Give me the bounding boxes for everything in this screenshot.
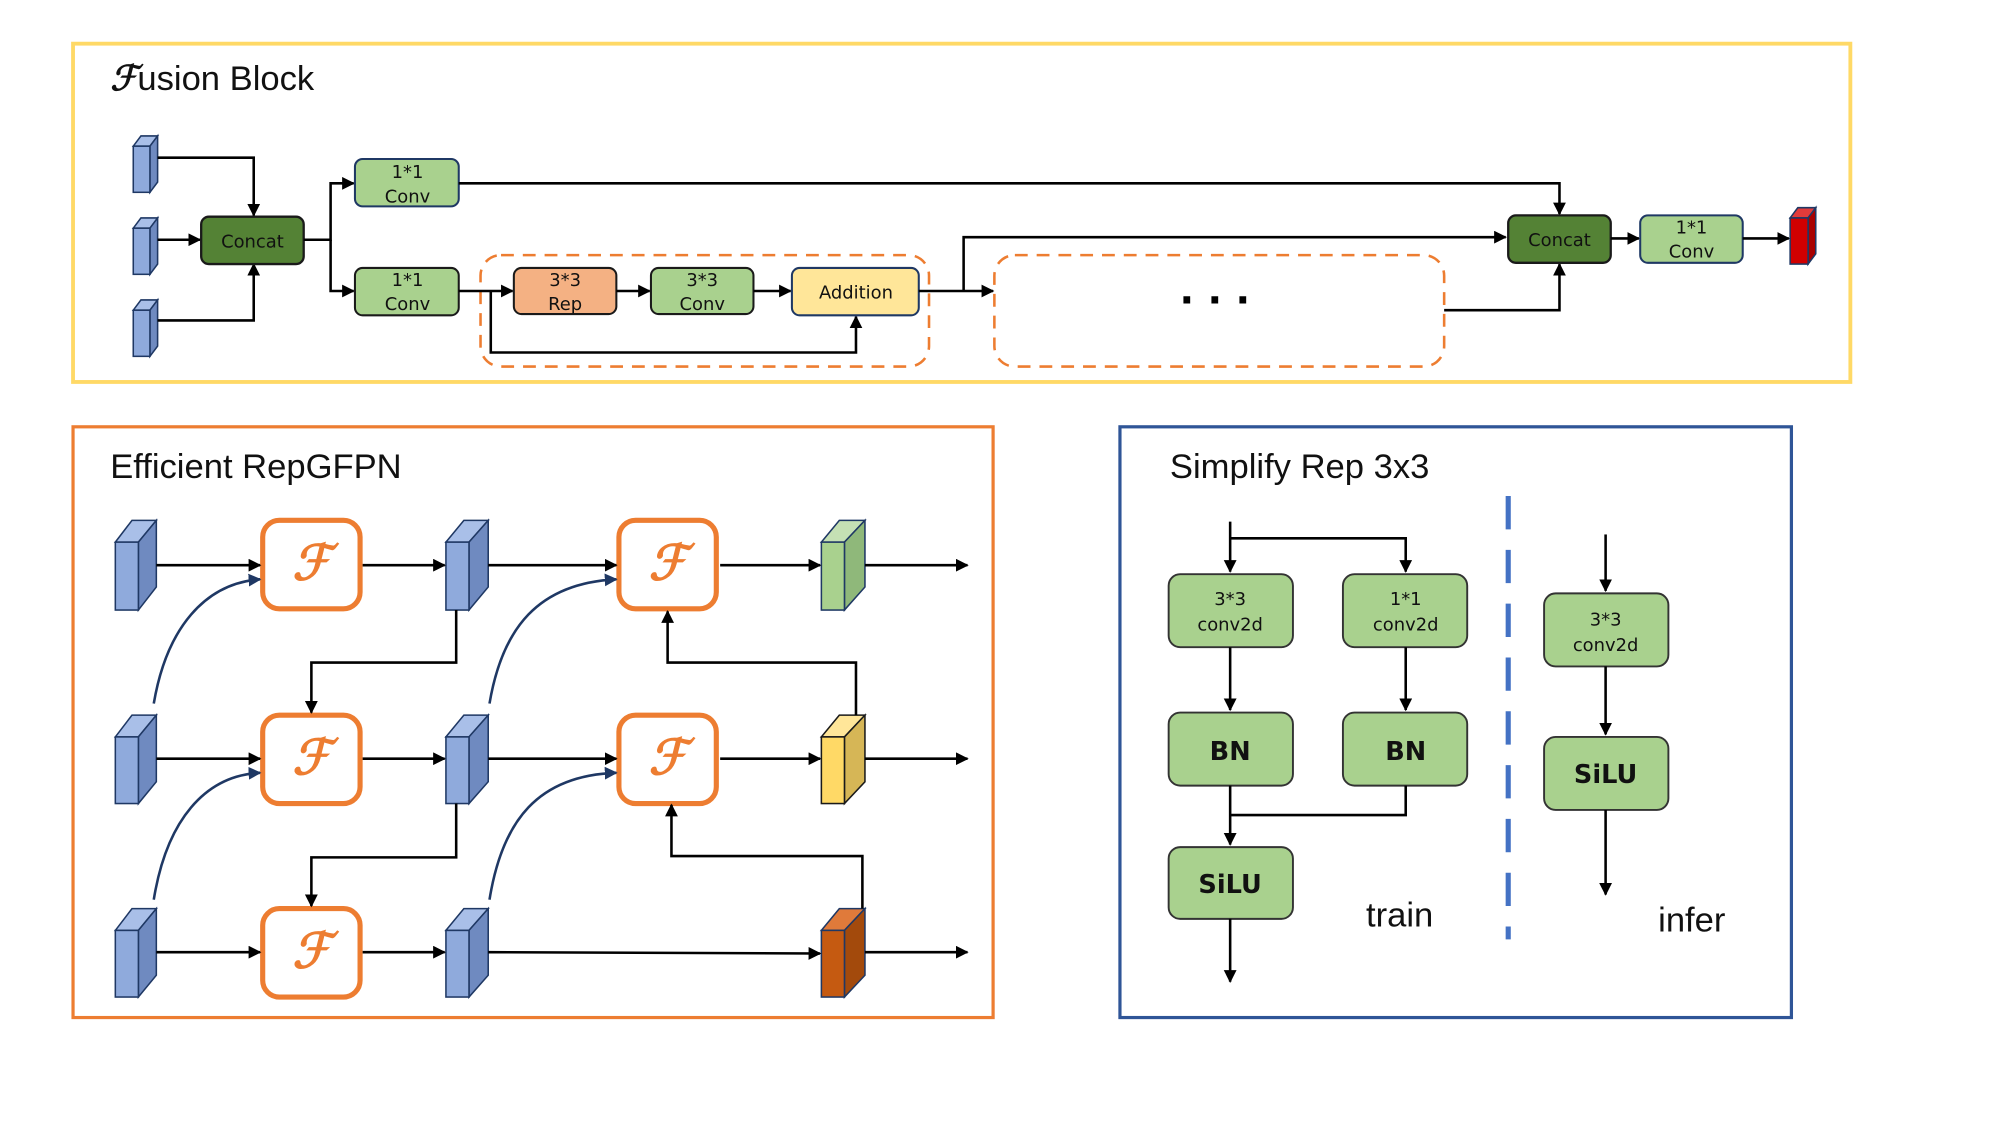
infer-label: infer: [1658, 902, 1725, 940]
svg-text:Conv: Conv: [385, 187, 431, 208]
conv1x1-top-block: 1*1 Conv: [353, 157, 460, 208]
svg-text:1*1: 1*1: [392, 270, 424, 291]
concat-input-block: Concat: [200, 215, 305, 266]
svg-text:BN: BN: [1385, 737, 1426, 767]
fusion-node-col1-row1: ℱ: [260, 517, 363, 612]
repgfpn-title: Efficient RepGFPN: [110, 448, 401, 486]
repgfpn-panel: Efficient RepGFPN ℱ ℱ ℱ: [71, 425, 995, 1020]
rep-block-group-repeat: [993, 253, 1446, 368]
concat-output-block: Concat: [1507, 214, 1612, 264]
fusion-node-col1-row2: ℱ: [260, 712, 363, 807]
svg-text:3*3: 3*3: [1214, 589, 1246, 610]
fusion-block-border: [71, 41, 1853, 384]
simplify-rep-border: [1118, 425, 1794, 1020]
svg-text:Concat: Concat: [221, 231, 284, 252]
repgfpn-mid-feature-2: [444, 713, 490, 806]
svg-text:3*3: 3*3: [549, 270, 581, 291]
infer-silu-block: SiLU: [1543, 735, 1670, 811]
repgfpn-mid-feature-3: [444, 906, 490, 1000]
repgfpn-input-feature-2: [113, 712, 158, 806]
repgfpn-input-feature-3: [113, 906, 158, 1000]
addition-block: Addition: [790, 266, 920, 317]
svg-text:Conv: Conv: [679, 294, 725, 315]
simplify-rep-title: Simplify Rep 3x3: [1170, 448, 1429, 486]
repgfpn-mid-feature-1: [444, 518, 490, 613]
repgfpn-border: [71, 425, 995, 1020]
fusion-block-title: ℱusion Block: [110, 59, 315, 99]
infer-conv3x3-block: 3*3 conv2d: [1543, 592, 1670, 668]
simplify-rep-panel: Simplify Rep 3x3 3*3 conv2d 1*1 conv2d B…: [1118, 425, 1794, 1020]
train-bn-right-block: BN: [1341, 711, 1469, 787]
svg-text:Concat: Concat: [1528, 230, 1591, 251]
conv1x1-output-block: 1*1 Conv: [1639, 214, 1744, 264]
rep-block-group-1: [479, 253, 931, 368]
train-silu-block: SiLU: [1167, 846, 1294, 920]
svg-text:conv2d: conv2d: [1373, 615, 1439, 636]
svg-text:SiLU: SiLU: [1574, 760, 1637, 790]
svg-text:conv2d: conv2d: [1573, 635, 1639, 656]
repgfpn-output-feature-yellow: [819, 713, 867, 806]
svg-text:1*1: 1*1: [392, 162, 424, 183]
fusion-node-col2-row2: ℱ: [616, 712, 719, 807]
svg-text:1*1: 1*1: [1390, 589, 1422, 610]
svg-text:Rep: Rep: [548, 294, 582, 315]
svg-text:conv2d: conv2d: [1197, 615, 1263, 636]
svg-text:Addition: Addition: [819, 283, 893, 304]
repeat-ellipsis: · · ·: [1179, 278, 1250, 323]
fusion-input-feature-1: [131, 133, 160, 195]
svg-text:Conv: Conv: [1669, 242, 1715, 263]
fusion-input-feature-3: [131, 297, 160, 359]
svg-text:3*3: 3*3: [1590, 609, 1622, 630]
train-conv3x3-block: 3*3 conv2d: [1167, 573, 1294, 649]
repgfpn-input-feature-1: [113, 518, 158, 613]
train-conv1x1-block: 1*1 conv2d: [1341, 573, 1469, 649]
conv3x3-block: 3*3 Conv: [649, 266, 755, 315]
conv1x1-bottom-block: 1*1 Conv: [353, 266, 460, 317]
fusion-node-col1-row3: ℱ: [260, 906, 363, 1000]
repgfpn-output-feature-orange: [819, 906, 867, 999]
svg-text:1*1: 1*1: [1676, 217, 1708, 238]
train-bn-left-block: BN: [1167, 711, 1294, 787]
svg-text:3*3: 3*3: [686, 270, 718, 291]
fusion-input-feature-2: [131, 215, 160, 277]
svg-text:BN: BN: [1210, 737, 1251, 767]
svg-text:Conv: Conv: [385, 294, 431, 315]
fusion-block-panel: ℱusion Block Concat 1: [71, 41, 1853, 384]
fusion-node-col2-row1: ℱ: [616, 517, 719, 612]
rep3x3-block: 3*3 Rep: [512, 266, 618, 315]
svg-text:SiLU: SiLU: [1198, 870, 1261, 900]
train-label: train: [1366, 897, 1433, 935]
repgfpn-output-feature-green: [819, 518, 867, 613]
fusion-output-feature: [1788, 205, 1818, 267]
